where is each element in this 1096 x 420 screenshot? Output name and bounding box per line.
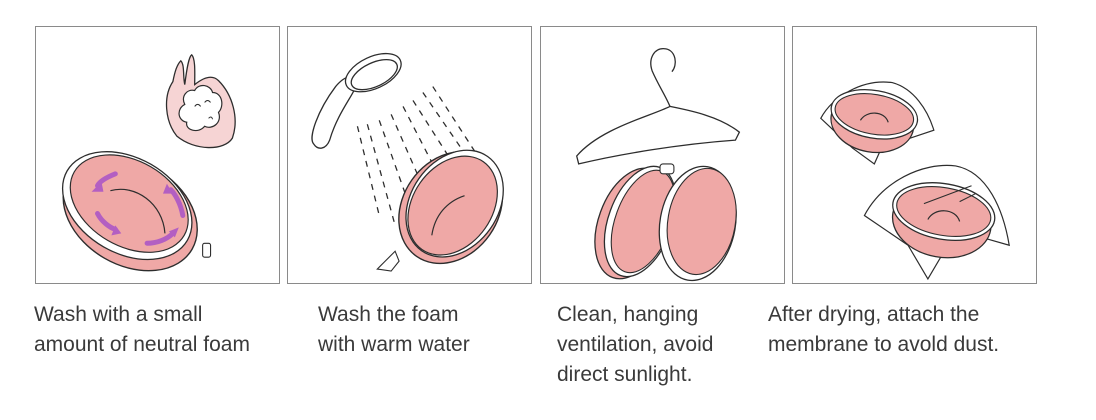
- step-3-caption: Clean, hanging ventilation, avoid direct s…: [557, 300, 713, 390]
- step-1-panel: [35, 26, 280, 284]
- hanger-drying-illustration: [575, 48, 741, 282]
- shower-rinse-illustration: [311, 52, 504, 272]
- caption-line: Wash with a small: [34, 303, 203, 326]
- pad-left-icon: [594, 165, 677, 280]
- pad-top-icon: [820, 81, 935, 165]
- pad-right-icon: [658, 163, 737, 282]
- hand-foam-pad-illustration: [61, 53, 236, 272]
- step-1-caption: Wash with a small amount of neutral foam: [34, 300, 250, 360]
- step-4-panel: [792, 26, 1037, 284]
- caption-line: direct sunlight.: [557, 363, 693, 386]
- step-2-panel: [287, 26, 532, 284]
- shower-head-icon: [311, 52, 402, 149]
- step-3-panel: [540, 26, 785, 284]
- caption-line: Clean, hanging: [557, 303, 699, 326]
- step-4-caption: After drying, attach the membrane to avol…: [768, 300, 999, 360]
- pad-icon: [61, 151, 212, 272]
- caption-line: amount of neutral foam: [34, 333, 250, 356]
- membrane-cover-illustration: [820, 81, 1010, 281]
- hand-icon: [165, 53, 236, 149]
- caption-line: After drying, attach the: [768, 303, 980, 326]
- pad-icon: [376, 149, 504, 272]
- circular-arrows-icon: [95, 171, 186, 246]
- caption-line: Wash the foam: [318, 303, 459, 326]
- caption-line: ventilation, avoid: [557, 333, 714, 356]
- caption-line: with warm water: [318, 333, 470, 356]
- pad-bottom-icon: [863, 164, 1010, 281]
- caption-line: membrane to avold dust.: [768, 333, 1000, 356]
- hanger-icon: [575, 48, 741, 165]
- step-2-caption: Wash the foam with warm water: [318, 300, 470, 360]
